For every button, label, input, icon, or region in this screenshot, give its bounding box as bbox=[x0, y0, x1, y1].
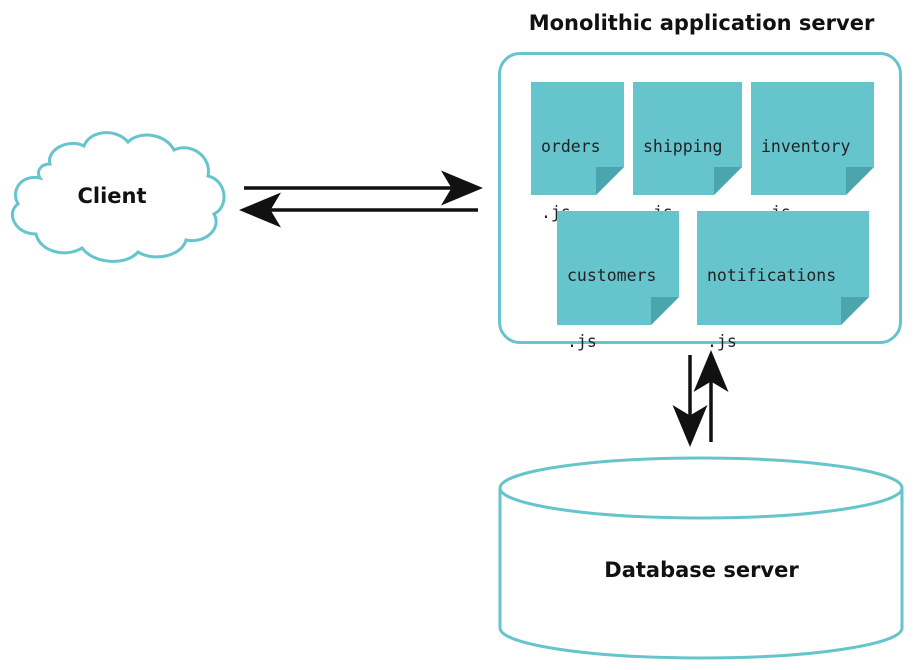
server-box bbox=[498, 52, 902, 344]
page-fold-icon bbox=[841, 297, 869, 325]
file-ext: .js bbox=[707, 332, 737, 351]
file-name: customers bbox=[567, 266, 657, 285]
page-fold-icon bbox=[846, 167, 874, 195]
file-notifications: notifications .js bbox=[697, 211, 869, 351]
page-fold-icon bbox=[714, 167, 742, 195]
file-orders: orders .js bbox=[531, 82, 624, 222]
server-title: Monolithic application server bbox=[528, 11, 875, 35]
file-name: orders bbox=[541, 137, 601, 156]
file-shipping: shipping .js bbox=[633, 82, 742, 222]
page-fold-icon bbox=[596, 167, 624, 195]
file-ext: .js bbox=[567, 332, 597, 351]
database-cylinder-top bbox=[498, 456, 904, 520]
file-inventory: inventory .js bbox=[751, 82, 874, 222]
page-fold-icon bbox=[651, 297, 679, 325]
client-label: Client bbox=[77, 184, 147, 208]
file-customers: customers .js bbox=[557, 211, 679, 351]
file-name: notifications bbox=[707, 266, 837, 285]
database-cylinder-body bbox=[498, 488, 904, 660]
database-label: Database server bbox=[604, 558, 799, 582]
file-name: inventory bbox=[761, 137, 851, 156]
file-name: shipping bbox=[643, 137, 723, 156]
client-cloud-shape bbox=[11, 131, 226, 263]
